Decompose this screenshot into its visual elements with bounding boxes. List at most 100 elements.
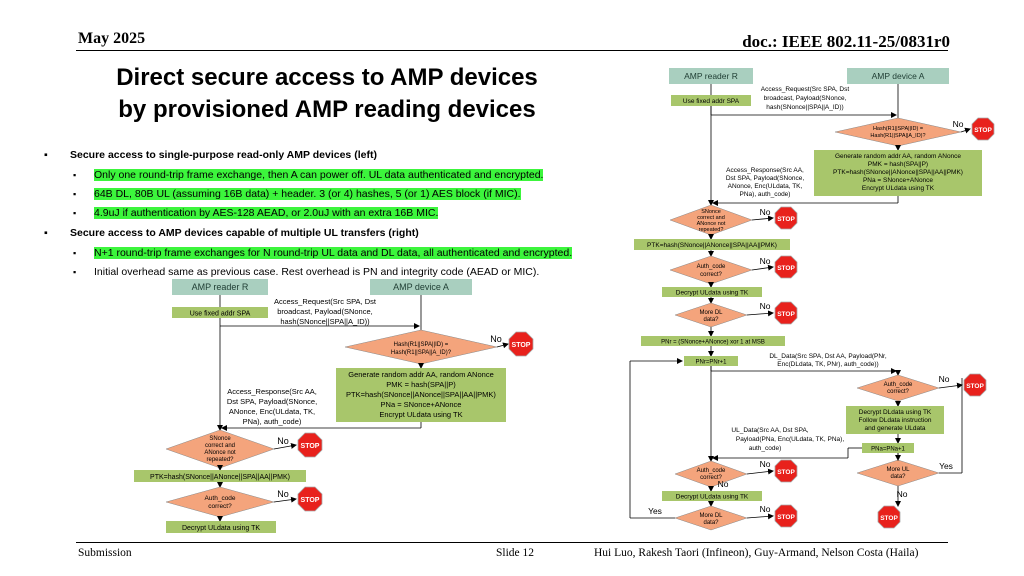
svg-text:PNa=PNa+1: PNa=PNa+1: [871, 447, 905, 453]
svg-text:STOP: STOP: [777, 265, 795, 272]
svg-text:correct?: correct?: [208, 503, 232, 510]
svg-text:Dst SPA, Payload(SNonce,: Dst SPA, Payload(SNonce,: [726, 175, 804, 182]
left-stop-3: [297, 486, 323, 512]
svg-text:correct and: correct and: [697, 215, 725, 221]
title-line-2: by provisioned AMP reading devices: [118, 96, 536, 123]
svg-text:correct and: correct and: [205, 443, 235, 449]
header-date: May 2025: [78, 30, 146, 47]
left-access-request-3: hash(SNonce||SPA||A_ID)): [280, 317, 370, 326]
left-stop-1: [508, 331, 534, 357]
svg-text:No: No: [939, 374, 950, 384]
svg-text:ANonce not: ANonce not: [204, 450, 236, 456]
svg-text:hash(SNonce||SPA||A_ID)): hash(SNonce||SPA||A_ID)): [766, 104, 843, 111]
svg-text:repeated?: repeated?: [699, 227, 724, 233]
svg-text:STOP: STOP: [301, 497, 320, 504]
left-access-request-1: Access_Request(Src SPA, Dst: [274, 297, 377, 306]
svg-text:Hash(R1||SPA||ID) =: Hash(R1||SPA||ID) =: [873, 126, 923, 132]
left-lane-device-label: AMP device A: [393, 282, 449, 292]
svg-text:Decrypt ULdata using TK: Decrypt ULdata using TK: [676, 494, 749, 501]
slide-title: Direct secure access to AMP devices by p…: [92, 62, 562, 126]
right-decrypt-uldata: [662, 287, 762, 297]
svg-text:correct?: correct?: [700, 475, 722, 481]
svg-text:Use fixed addr SPA: Use fixed addr SPA: [683, 98, 740, 105]
svg-text:PTK=hash(SNonce||ANonce||SPA||: PTK=hash(SNonce||ANonce||SPA||AA||PMK): [346, 390, 496, 399]
svg-text:No: No: [760, 504, 771, 514]
bullet-overhead: Initial overhead same as previous case. …: [40, 263, 620, 282]
svg-text:No: No: [490, 334, 502, 344]
left-stop-2: [297, 432, 323, 458]
svg-text:ANonce not: ANonce not: [697, 221, 726, 227]
bullet-frame-sizes: 64B DL, 80B UL (assuming 16B data) + hea…: [40, 185, 620, 204]
svg-text:PNr=PNr+1: PNr=PNr+1: [695, 360, 727, 366]
svg-text:STOP: STOP: [880, 515, 898, 522]
svg-text:More DL: More DL: [699, 310, 723, 316]
bullet-list: Secure access to single-purpose read-onl…: [40, 145, 620, 282]
footer-submission: Submission: [78, 547, 132, 559]
footer-slide-number: Slide 12: [496, 547, 535, 559]
right-stop-3: [774, 255, 798, 279]
svg-text:PNa), auth_code): PNa), auth_code): [740, 191, 791, 198]
svg-text:No: No: [277, 489, 289, 499]
svg-text:ANonce, Enc(ULdata, TK,: ANonce, Enc(ULdata, TK,: [728, 183, 803, 190]
svg-text:Auth_code: Auth_code: [697, 264, 726, 270]
svg-text:Yes: Yes: [939, 461, 953, 471]
bullet-read-only: Secure access to single-purpose read-onl…: [40, 145, 620, 166]
svg-text:No: No: [760, 256, 771, 266]
svg-text:STOP: STOP: [777, 216, 795, 223]
svg-text:Auth_code: Auth_code: [884, 382, 913, 388]
svg-text:Use fixed addr SPA: Use fixed addr SPA: [190, 311, 251, 318]
footer-authors: Hui Luo, Rakesh Taori (Infineon), Guy-Ar…: [594, 547, 919, 559]
left-access-response-2: Dst SPA, Payload(SNonce,: [227, 397, 317, 406]
svg-text:data?: data?: [890, 474, 906, 480]
left-use-fixed-addr: [172, 307, 268, 318]
svg-text:PTK=hash(SNonce||ANonce||SPA||: PTK=hash(SNonce||ANonce||SPA||AA||PMK): [833, 169, 963, 176]
right-lane-reader: [669, 68, 753, 84]
svg-text:repeated?: repeated?: [206, 457, 234, 463]
right-stop-4: [774, 301, 798, 325]
svg-text:No: No: [760, 459, 771, 469]
left-access-response-1: Access_Response(Src AA,: [227, 387, 317, 396]
svg-text:PTK=hash(SNonce||ANonce||SPA||: PTK=hash(SNonce||ANonce||SPA||AA||PMK): [647, 242, 777, 249]
svg-text:data?: data?: [703, 520, 719, 526]
svg-text:STOP: STOP: [777, 514, 795, 521]
left-auth-decision: [165, 486, 275, 518]
svg-text:No: No: [760, 207, 771, 217]
svg-text:PNa = SNonce+ANonce: PNa = SNonce+ANonce: [381, 400, 462, 409]
svg-text:No: No: [760, 301, 771, 311]
svg-text:SNonce: SNonce: [701, 209, 721, 215]
svg-text:Follow DLdata instruction: Follow DLdata instruction: [859, 417, 932, 424]
svg-text:AMP reader R: AMP reader R: [684, 71, 738, 81]
svg-text:Decrypt DLdata using TK: Decrypt DLdata using TK: [859, 409, 932, 416]
right-pnr-init: [641, 336, 785, 346]
right-ul-data-2: Payload(PNa, Enc(ULdata, TK, PNa),: [736, 436, 844, 443]
left-generate-keys: [336, 368, 506, 422]
svg-text:More DL: More DL: [699, 513, 723, 519]
right-flow: AMP reader R AMP device A Use fixed addr…: [629, 68, 995, 531]
right-ul-data-3: auth_code): [749, 445, 782, 452]
right-auth-decision: [669, 255, 753, 285]
svg-text:Access_Request(Src SPA, Dst: Access_Request(Src SPA, Dst: [761, 86, 850, 93]
right-decrypt-dldata: [846, 406, 944, 434]
svg-text:STOP: STOP: [301, 443, 320, 450]
right-stop-2: [774, 206, 798, 230]
bullet-energy: 4.9uJ if authentication by AES-128 AEAD,…: [40, 204, 620, 223]
right-decrypt-uldata-2: [662, 491, 762, 501]
svg-text:More UL: More UL: [886, 467, 910, 473]
svg-text:Hash(R1||SPA||A_ID)?: Hash(R1||SPA||A_ID)?: [391, 350, 452, 356]
svg-text:Encrypt ULdata using TK: Encrypt ULdata using TK: [862, 185, 935, 192]
right-stop-5: [963, 373, 987, 397]
bullet-multi-transfer: Secure access to AMP devices capable of …: [40, 223, 620, 244]
left-lane-reader: [172, 279, 268, 295]
svg-text:Decrypt ULdata using TK: Decrypt ULdata using TK: [182, 525, 260, 532]
svg-text:broadcast, Payload(SNonce,: broadcast, Payload(SNonce,: [764, 95, 847, 102]
right-hash-decision: [834, 117, 962, 147]
right-ul-data-1: UL_Data(Src AA, Dst SPA,: [731, 427, 808, 434]
svg-text:PNa = SNonce+ANonce: PNa = SNonce+ANonce: [863, 177, 933, 184]
bullet-n-plus-one: N+1 round-trip frame exchanges for N rou…: [40, 244, 620, 263]
svg-text:Decrypt ULdata using TK: Decrypt ULdata using TK: [676, 290, 749, 297]
left-access-request-2: broadcast, Payload(SNonce,: [277, 307, 372, 316]
left-access-response-4: PNa), auth_code): [243, 417, 302, 426]
svg-text:Auth_code: Auth_code: [697, 468, 726, 474]
svg-text:correct?: correct?: [887, 389, 909, 395]
